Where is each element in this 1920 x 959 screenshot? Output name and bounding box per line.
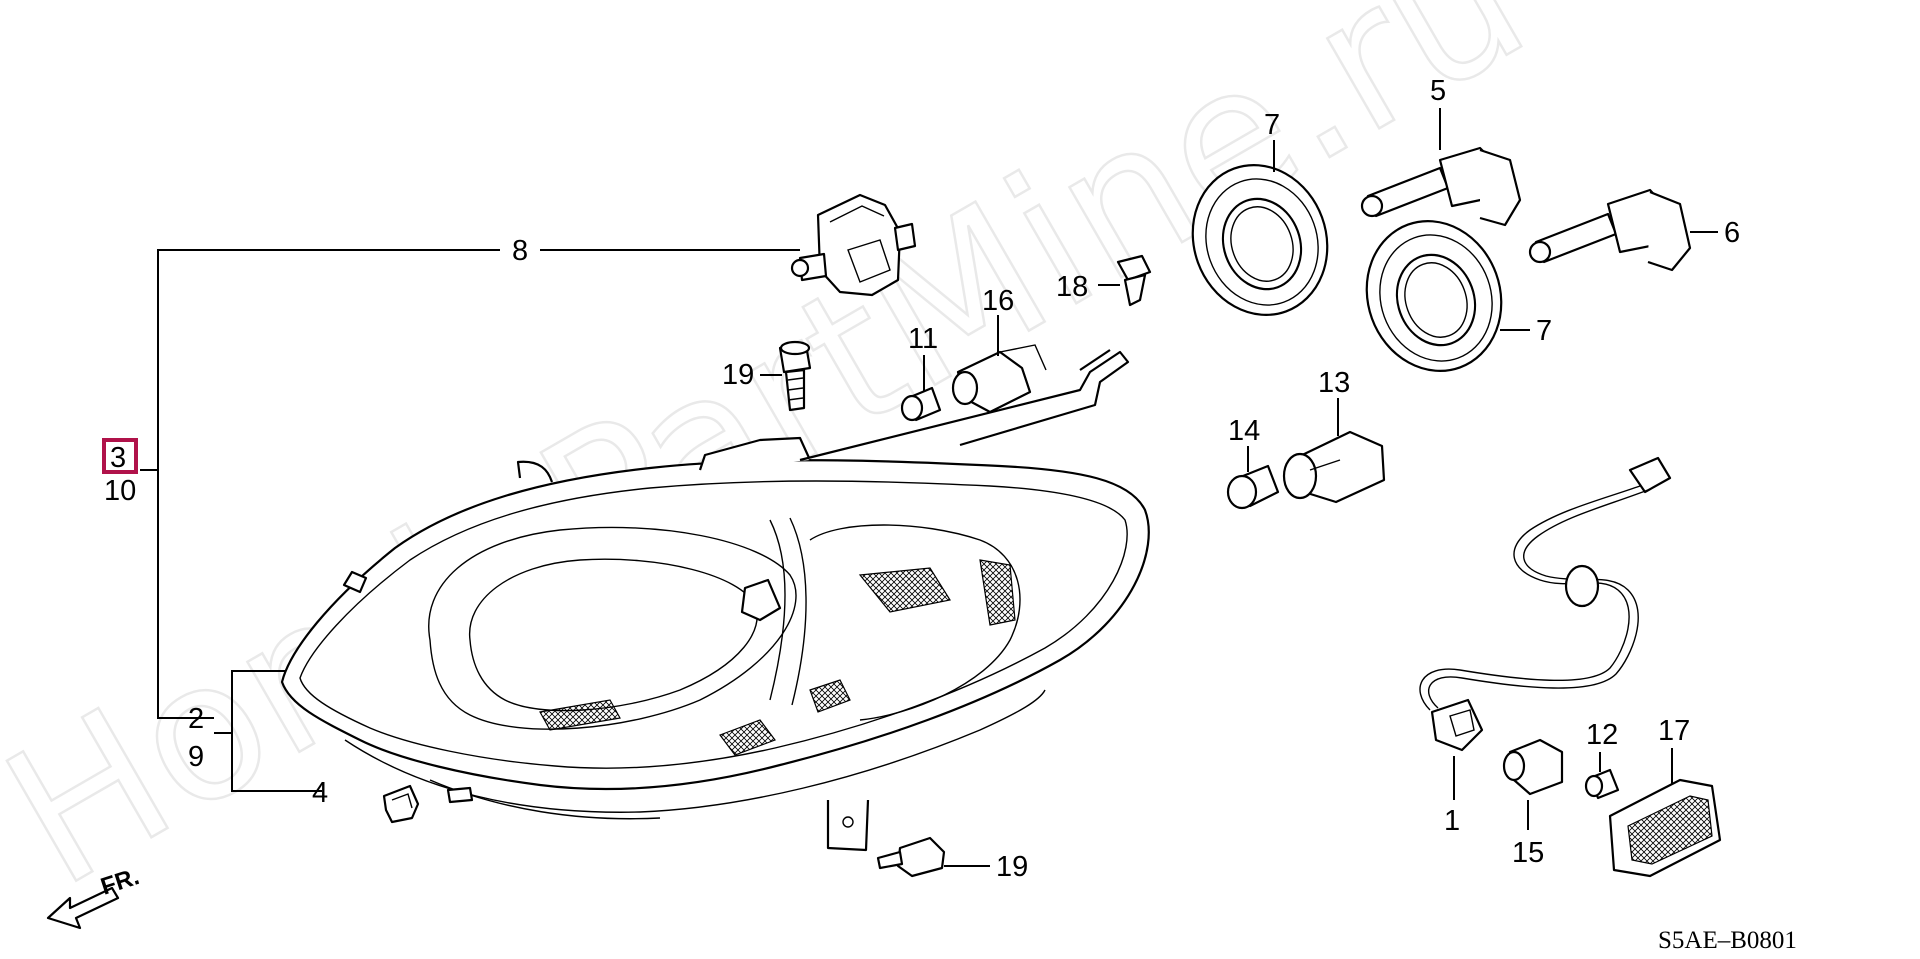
bulb-seal-cap-lower[interactable] xyxy=(1346,202,1530,390)
callout-11[interactable]: 11 xyxy=(908,323,938,355)
callout-14[interactable]: 14 xyxy=(1228,415,1260,447)
callout-16[interactable]: 16 xyxy=(982,285,1014,317)
push-clip[interactable] xyxy=(1098,254,1152,307)
clip-nut[interactable] xyxy=(382,784,420,824)
headlight-assembly[interactable] xyxy=(280,349,1150,852)
callout-7-upper[interactable]: 7 xyxy=(1264,109,1280,141)
bulb-socket-15[interactable] xyxy=(1502,738,1564,830)
flange-bolt-upper[interactable] xyxy=(760,340,812,412)
callout-9[interactable]: 9 xyxy=(188,741,204,773)
callout-19-upper[interactable]: 19 xyxy=(722,359,754,391)
callout-3-highlight[interactable] xyxy=(102,438,138,474)
callout-numbers: 3 10 8 2 9 4 19 11 16 18 7 5 6 7 13 14 1… xyxy=(102,75,1740,883)
wedge-bulb-12[interactable] xyxy=(1584,752,1620,800)
callout-18[interactable]: 18 xyxy=(1056,271,1088,303)
callout-15[interactable]: 15 xyxy=(1512,837,1544,869)
leveling-actuator[interactable] xyxy=(790,193,917,297)
callout-12[interactable]: 12 xyxy=(1586,719,1618,751)
wiring-harness[interactable] xyxy=(1419,456,1672,800)
callout-7-lower[interactable]: 7 xyxy=(1536,315,1552,347)
wedge-bulb-14[interactable] xyxy=(1226,446,1280,510)
callout-2[interactable]: 2 xyxy=(188,703,204,735)
diagram-code: S5AE–B0801 xyxy=(1658,927,1797,954)
halogen-bulb-6[interactable] xyxy=(1528,188,1718,272)
callout-10[interactable]: 10 xyxy=(104,475,136,507)
halogen-bulb-5[interactable] xyxy=(1360,108,1522,227)
callout-4[interactable]: 4 xyxy=(312,777,328,809)
bulb-socket-16[interactable] xyxy=(951,315,1047,414)
wedge-bulb-11[interactable] xyxy=(900,355,942,422)
callout-19-lower[interactable]: 19 xyxy=(996,851,1028,883)
callout-5[interactable]: 5 xyxy=(1430,75,1446,107)
bulb-seal-cap-upper[interactable] xyxy=(1172,140,1348,334)
side-marker-lens[interactable] xyxy=(1608,748,1722,878)
callout-17[interactable]: 17 xyxy=(1658,715,1690,747)
flange-bolt-lower[interactable] xyxy=(876,836,990,878)
bulb-socket-13[interactable] xyxy=(1282,398,1386,504)
callout-13[interactable]: 13 xyxy=(1318,367,1350,399)
callout-3[interactable]: 3 xyxy=(110,442,126,474)
callout-6[interactable]: 6 xyxy=(1724,217,1740,249)
callout-1[interactable]: 1 xyxy=(1444,805,1460,837)
callout-8[interactable]: 8 xyxy=(512,235,528,267)
assembly-bracket-lines xyxy=(140,249,800,792)
